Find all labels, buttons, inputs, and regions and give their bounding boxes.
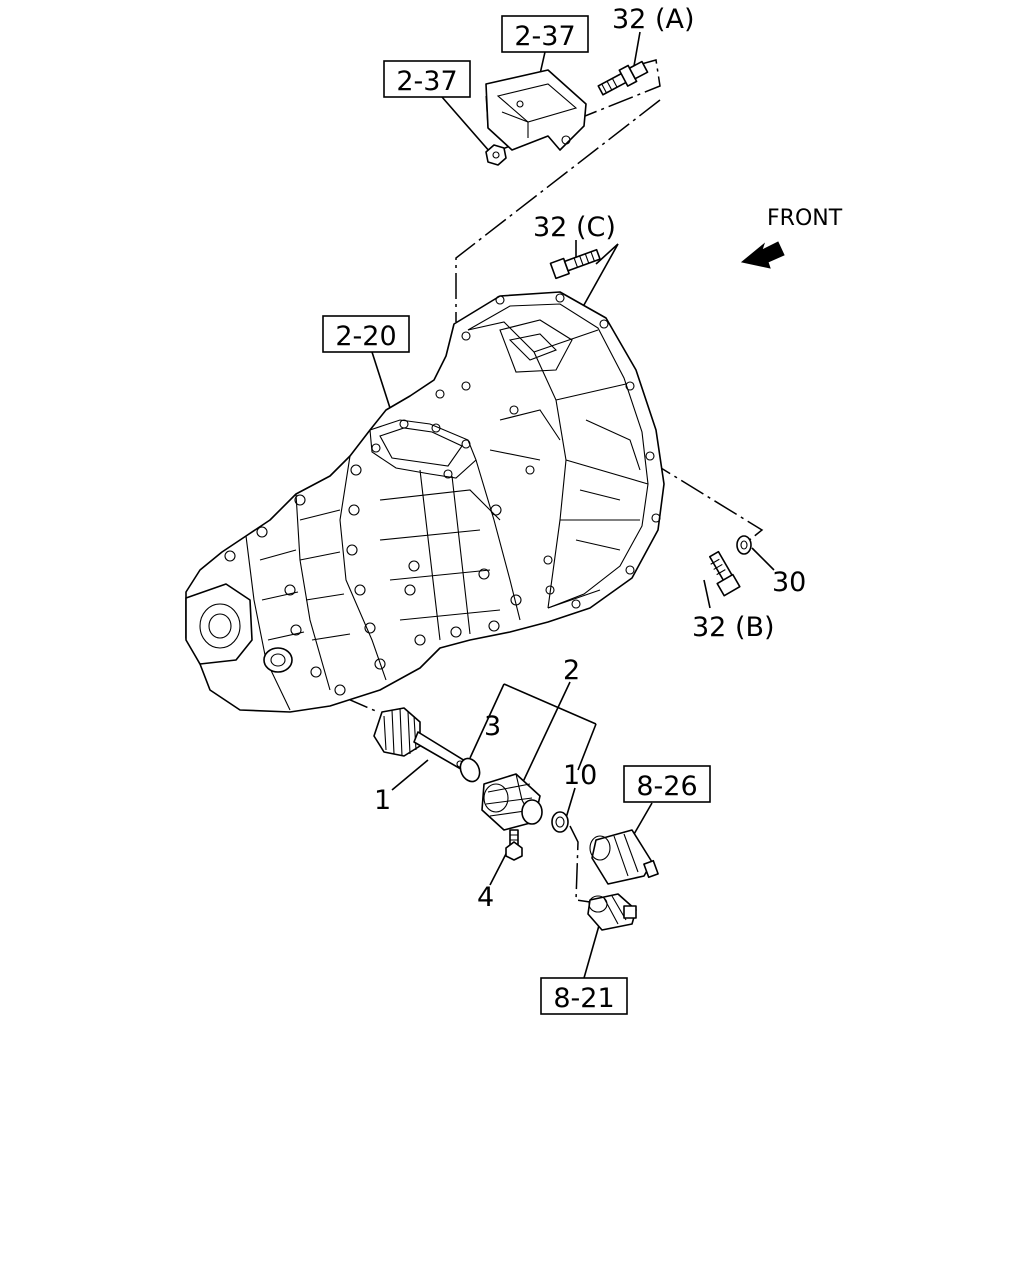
bolt-32c: [549, 248, 601, 280]
sleeve-2: [481, 773, 543, 831]
transmission-housing: [185, 291, 665, 713]
ref-box-sensor-right[interactable]: 8-26: [623, 765, 711, 803]
ref-box-bracket-top[interactable]: 2-37: [501, 15, 589, 53]
drive-gear-1: [373, 707, 471, 773]
ref-label-sensor-right: 8-26: [636, 771, 697, 802]
front-indicator: FRONT: [740, 206, 843, 269]
front-label: FRONT: [767, 206, 843, 231]
callout-o-ring: 3: [484, 711, 501, 742]
o-ring-3: [459, 757, 481, 783]
callout-washer: 30: [772, 567, 806, 598]
sensor-8-21: [587, 893, 637, 931]
sensor-8-26: [589, 829, 659, 885]
callout-bolt-small: 4: [477, 882, 494, 913]
callout-bolt-c: 32 (C): [533, 212, 616, 243]
bracket-nut: [485, 144, 507, 166]
ref-label-bracket-top: 2-37: [514, 21, 575, 52]
ref-box-sensor-bottom[interactable]: 8-21: [540, 977, 628, 1015]
callout-bolt-b: 32 (B): [692, 612, 775, 643]
mounting-bracket: [485, 69, 587, 151]
bolt-4: [505, 829, 523, 861]
bolt-32a: [597, 60, 649, 96]
ref-label-sensor-bottom: 8-21: [553, 983, 614, 1014]
ref-label-transmission: 2-20: [335, 321, 396, 352]
front-arrow-icon: [740, 241, 785, 269]
ref-box-transmission[interactable]: 2-20: [322, 315, 410, 353]
bolt-32b: [708, 550, 741, 597]
callout-bolt-a: 32 (A): [612, 4, 694, 35]
ref-box-bracket-left[interactable]: 2-37: [383, 60, 471, 98]
ref-label-bracket-left: 2-37: [396, 66, 457, 97]
adapter-10: [551, 811, 569, 833]
callout-drive-gear: 1: [374, 785, 391, 816]
washer-30: [736, 535, 752, 555]
callout-sleeve: 2: [563, 655, 580, 686]
